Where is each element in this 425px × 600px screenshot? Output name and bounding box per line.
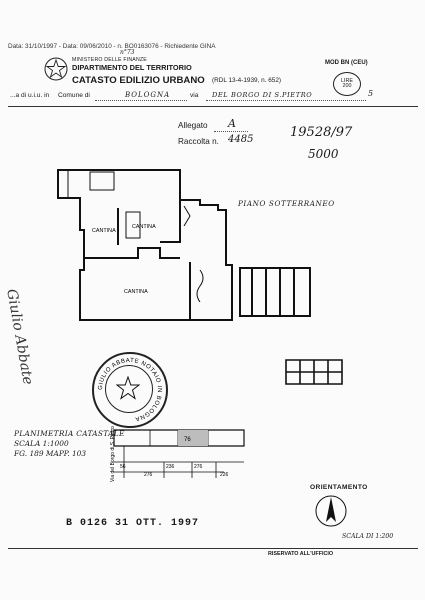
site-map: 76 56 236 276 226 276 Via del Borgo di S… — [110, 426, 245, 482]
footer-rule — [8, 548, 418, 549]
notary-seal: GIULIO ABBATE NOTAIO IN BOLOGNA — [92, 352, 168, 428]
svg-text:276: 276 — [144, 472, 153, 478]
sheet-parcel: FG. 189 MAPP. 103 — [14, 449, 87, 458]
ministry-name: MINISTERO DELLE FINANZE — [72, 57, 147, 63]
room-label: CANTINA — [132, 224, 156, 230]
seal-text: GIULIO ABBATE NOTAIO IN BOLOGNA — [98, 358, 162, 422]
raccolta-label: Raccolta n. — [178, 137, 219, 146]
basement-floor-plan: CANTINA CANTINA CANTINA — [57, 169, 311, 321]
plan-cellar-dividers — [251, 268, 295, 316]
fee-stamp: LIRE 200 — [333, 72, 361, 96]
reference-number-secondary: 5000 — [308, 147, 339, 161]
raccolta-value: 4485 — [228, 134, 254, 145]
notary-signature: Giulio Abbate — [3, 287, 36, 386]
svg-text:Via del Borgo di S. Pietro: Via del Borgo di S. Pietro — [110, 426, 116, 482]
comune-value: BOLOGNA — [125, 91, 171, 99]
comune-label: Comune di — [58, 92, 90, 99]
registry-title: CATASTO EDILIZIO URBANO — [72, 75, 205, 86]
state-emblem-icon — [44, 57, 68, 81]
street-label: via — [190, 92, 199, 99]
top-handwritten-note: n°73 — [120, 49, 135, 56]
north-arrow-icon — [315, 495, 347, 527]
orientation-label: ORIENTAMENTO — [310, 484, 368, 491]
office-reserved-label: RISERVATO ALL'UFFICIO — [268, 551, 334, 557]
plan-inner-wall — [84, 247, 180, 259]
svg-text:236: 236 — [166, 464, 175, 470]
comune-dotted-line — [95, 100, 187, 101]
retrieval-meta-line: Data: 31/10/1997 - Data: 09/06/2010 - n.… — [8, 43, 216, 50]
svg-text:76: 76 — [184, 437, 191, 443]
plan-door-swing — [183, 205, 191, 227]
plan-cellar-block — [239, 267, 311, 317]
law-reference: (RDL 13-4-1939, n. 652) — [212, 77, 282, 84]
plan-niche — [125, 211, 141, 239]
room-label: CANTINA — [92, 228, 116, 234]
department-name: DIPARTIMENTO DEL TERRITORIO — [72, 63, 192, 72]
header-rule — [8, 106, 418, 107]
fee-value: 200 — [342, 83, 352, 89]
civic-number: 5 — [368, 89, 374, 98]
unit-line-prefix: ...a di u.i.u. in — [10, 92, 50, 99]
planimetry-title: PLANIMETRIA CATASTALE — [14, 429, 125, 438]
registration-stamp: B 0126 31 OTT. 1997 — [66, 518, 200, 529]
allegato-label: Allegato — [178, 121, 208, 130]
svg-text:276: 276 — [194, 464, 203, 470]
seal-star-icon — [116, 376, 140, 400]
floor-plan-detail — [285, 359, 343, 385]
reference-number: 19528/97 — [290, 125, 353, 140]
room-label: CANTINA — [124, 289, 148, 295]
form-code: MOD BN (CEU) — [325, 60, 368, 66]
plan-stair-curve — [196, 269, 204, 303]
floor-label: PIANO SOTTERRANEO — [238, 199, 335, 208]
street-value: DEL BORGO DI S.PIETRO — [212, 91, 313, 99]
map-scale: SCALA 1:1000 — [14, 439, 69, 448]
plan-corridor-wall — [160, 200, 181, 243]
street-dotted-line — [206, 100, 366, 101]
plan-scale: SCALA DI 1:200 — [342, 533, 394, 540]
svg-text:226: 226 — [220, 472, 229, 478]
allegato-value: A — [228, 117, 236, 130]
plan-outer-wall — [57, 169, 233, 321]
fee-label: LIRE — [341, 77, 353, 84]
svg-text:56: 56 — [120, 464, 126, 470]
plan-stair-box — [89, 171, 115, 191]
allegato-dotted-line — [214, 131, 248, 132]
